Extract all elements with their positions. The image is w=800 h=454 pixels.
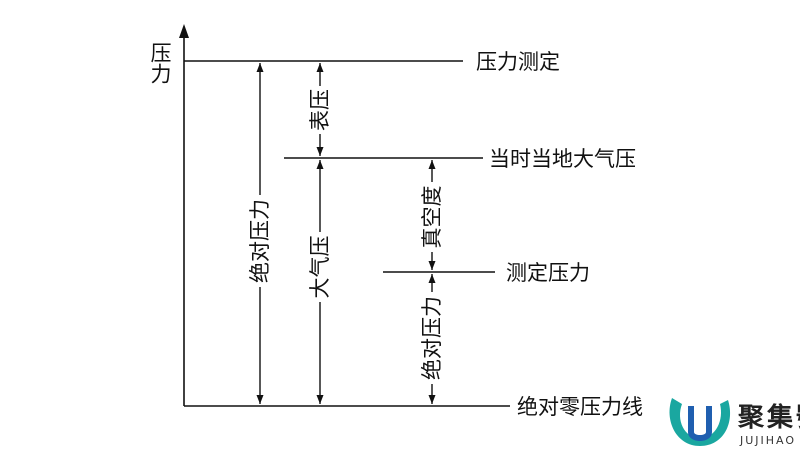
y-axis-label: 压力 bbox=[148, 42, 172, 84]
dim-label-absolute-high: 绝对压力 bbox=[248, 199, 272, 283]
label-bg-absolute-high bbox=[248, 195, 272, 287]
level-label-atmosphere: 当时当地大气压 bbox=[489, 147, 636, 171]
label-bg-gauge bbox=[308, 86, 332, 134]
dim-label-gauge: 表压 bbox=[308, 89, 332, 131]
watermark-text-en: JUJIHAO bbox=[739, 434, 796, 447]
watermark-text-cn: 聚集號 bbox=[737, 402, 800, 433]
level-label-measured-low: 测定压力 bbox=[506, 261, 590, 285]
label-bg-absolute-low bbox=[420, 292, 444, 384]
y-axis-arrowhead bbox=[179, 24, 189, 38]
watermark-logo: 聚集號 JUJIHAO bbox=[669, 398, 800, 447]
label-bg-atmospheric bbox=[308, 232, 332, 302]
watermark-logo-mark bbox=[669, 398, 731, 446]
level-label-measured-high: 压力测定 bbox=[476, 50, 560, 74]
watermark-logo-mark-inner bbox=[688, 406, 712, 441]
label-bg-vacuum bbox=[420, 182, 444, 252]
dim-label-atmospheric: 大气压 bbox=[308, 236, 332, 299]
dim-label-vacuum: 真空度 bbox=[420, 186, 444, 249]
dim-label-absolute-low: 绝对压力 bbox=[420, 296, 444, 380]
level-label-absolute-zero: 绝对零压力线 bbox=[517, 395, 643, 419]
